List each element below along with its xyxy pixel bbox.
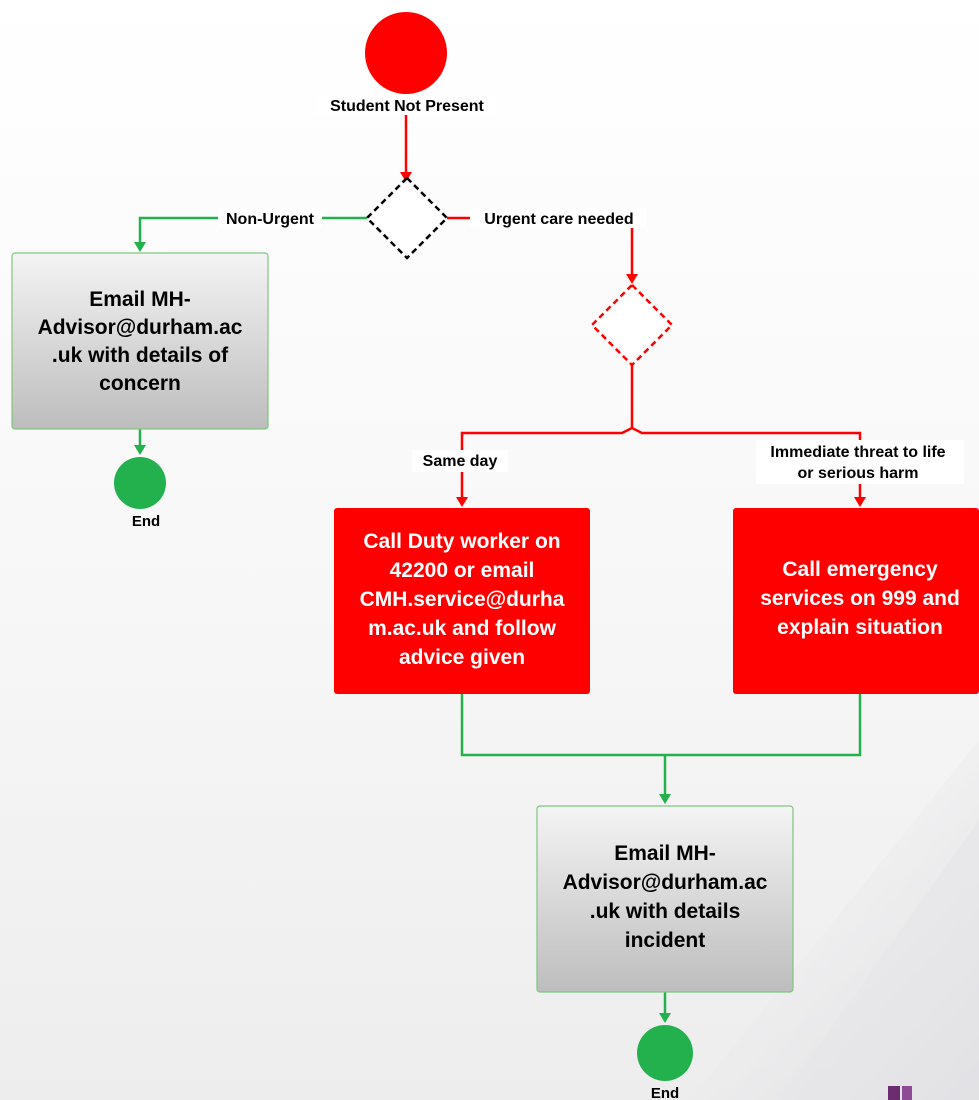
arrowhead: [134, 445, 146, 455]
email-incident-line: .uk with details: [590, 900, 741, 923]
background-shape: [780, 820, 979, 1100]
email-incident-line: incident: [625, 929, 706, 952]
logo-icon: [888, 1086, 912, 1100]
start-label-bg: [316, 95, 498, 115]
call-emergency-line: services on 999 and: [760, 587, 960, 610]
decision-diamond-timing: [590, 283, 674, 367]
call-duty-line: advice given: [399, 646, 525, 669]
end-node-bottom: [637, 1025, 693, 1081]
arrowhead: [659, 1013, 671, 1023]
edge-label-immediate-1: Immediate threat to life: [770, 444, 945, 461]
email-incident-line: Email MH-: [614, 842, 716, 865]
email-concern-line: concern: [99, 372, 181, 395]
email-concern-line: .uk with details of: [52, 344, 229, 367]
email-concern-line: Email MH-: [89, 288, 191, 311]
arrowhead: [456, 497, 468, 507]
start-label: Student Not Present: [330, 98, 484, 115]
email-incident-line: Advisor@durham.ac: [563, 871, 768, 894]
end-node-left: [114, 457, 166, 509]
edge-label-bg: [412, 450, 508, 472]
call-emergency-box: [733, 508, 979, 694]
edge-label-urgent: Urgent care needed: [484, 211, 633, 228]
call-duty-line: CMH.service@durha: [360, 588, 565, 611]
call-emergency-line: explain situation: [777, 616, 943, 639]
edge-label-bg: [470, 208, 646, 228]
arrowhead: [659, 794, 671, 804]
arrowhead: [400, 172, 412, 182]
call-duty-box: [334, 508, 590, 694]
edge-label-immediate-2: or serious harm: [798, 465, 919, 482]
decision-diamond-urgency: [365, 176, 449, 260]
edge-label-same-day: Same day: [423, 453, 498, 470]
call-duty-line: Call Duty worker on: [363, 530, 560, 553]
connector-split: [460, 364, 634, 498]
edge-label-bg: [218, 208, 322, 228]
arrowhead: [626, 274, 638, 284]
end-label-bottom: End: [651, 1085, 679, 1100]
end-label-left: End: [132, 513, 160, 530]
call-duty-line: m.ac.uk and follow: [368, 617, 557, 640]
email-concern-box: [11, 252, 269, 430]
start-node: [365, 12, 447, 94]
call-duty-line: 42200 or email: [390, 559, 535, 582]
call-emergency-line: Call emergency: [782, 558, 938, 581]
edge-label-non-urgent: Non-Urgent: [226, 211, 315, 228]
arrowhead: [854, 497, 866, 507]
arrowhead: [134, 242, 146, 252]
email-concern-line: Advisor@durham.ac: [38, 316, 243, 339]
edge-label-bg: [756, 440, 964, 484]
connector-merge: [460, 694, 862, 757]
email-incident-box: [536, 805, 794, 993]
